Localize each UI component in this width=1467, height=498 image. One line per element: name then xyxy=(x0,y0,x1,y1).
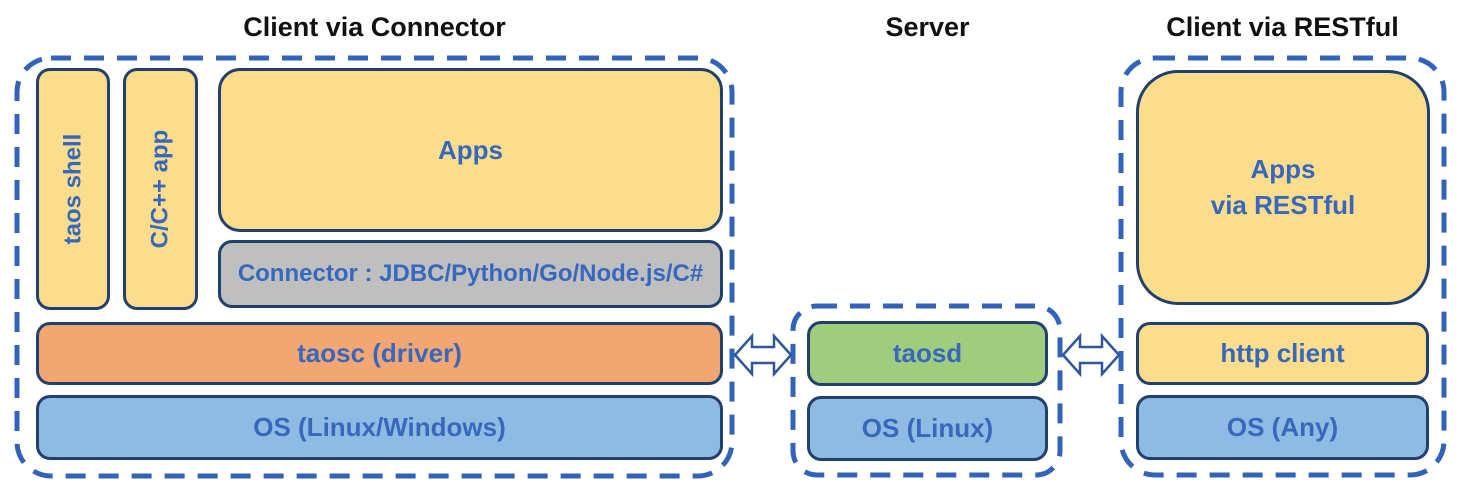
client-connector-group-border xyxy=(14,55,735,479)
taos-shell-label: taos shell xyxy=(59,133,86,245)
taos-shell-box: taos shell xyxy=(36,68,110,310)
os-any-box: OS (Any) xyxy=(1136,395,1429,460)
os-linux-windows-label: OS (Linux/Windows) xyxy=(253,412,506,442)
os-linux-label: OS (Linux) xyxy=(861,413,994,443)
connector-label: Connector : JDBC/Python/Go/Node.js/C# xyxy=(237,260,704,287)
cpp-app-label: C/C++ app xyxy=(146,129,174,249)
right-bidirectional-arrow-icon xyxy=(1061,332,1121,378)
http-client-label: http client xyxy=(1220,338,1345,368)
apps-box: Apps xyxy=(218,68,723,232)
left-bidirectional-arrow-icon xyxy=(733,332,793,378)
taosd-box: taosd xyxy=(807,321,1048,386)
os-linux-windows-box: OS (Linux/Windows) xyxy=(36,395,723,460)
apps-via-restful-box: Apps via RESTful xyxy=(1136,70,1430,305)
connector-box: Connector : JDBC/Python/Go/Node.js/C# xyxy=(218,240,723,308)
taosd-label: taosd xyxy=(892,338,963,368)
os-any-label: OS (Any) xyxy=(1226,412,1339,442)
taosc-driver-box: taosc (driver) xyxy=(36,322,723,385)
taosc-driver-label: taosc (driver) xyxy=(297,338,462,368)
client-restful-group-border xyxy=(1118,55,1447,478)
server-group-border xyxy=(790,303,1063,478)
server-title: Server xyxy=(885,12,970,42)
apps-label: Apps xyxy=(438,134,503,165)
client-via-restful-title: Client via RESTful xyxy=(1166,12,1399,42)
http-client-box: http client xyxy=(1136,322,1429,385)
cpp-app-box: C/C++ app xyxy=(123,68,198,310)
client-via-connector-title: Client via Connector xyxy=(243,12,506,42)
apps-via-restful-label: Apps via RESTful xyxy=(1210,154,1356,220)
os-linux-box: OS (Linux) xyxy=(807,396,1048,461)
